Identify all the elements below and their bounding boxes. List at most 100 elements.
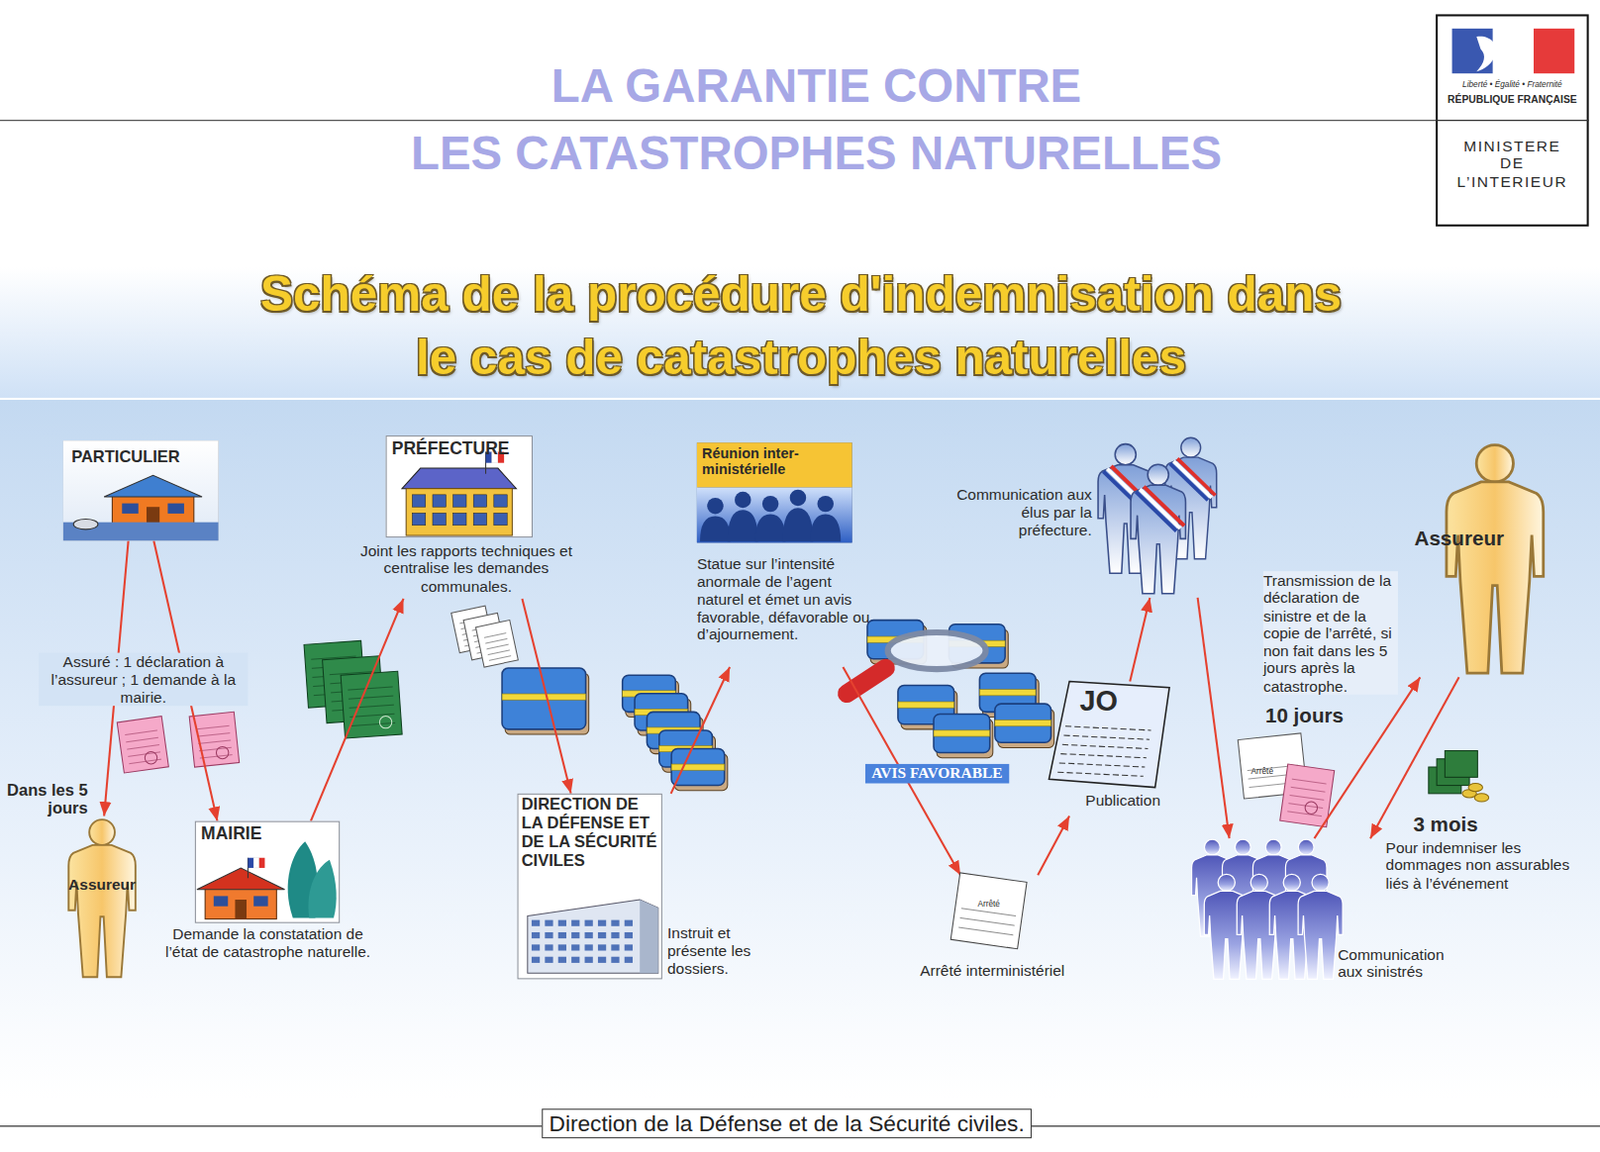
diagram-node: ArrêtéArrêté interministériel <box>898 875 1090 986</box>
node-heading: Arrêté <box>963 900 1015 909</box>
building-window <box>624 944 633 951</box>
node-illustration <box>1435 13 1590 226</box>
building-window <box>531 944 540 951</box>
building-window <box>585 932 594 939</box>
folder-strap <box>898 701 955 708</box>
node-heading: Communication aux élus par la préfecture… <box>954 486 1093 539</box>
note-label: Assuré : 1 déclaration à l’assureur ; 1 … <box>38 653 248 706</box>
text-slot: Arrêté interministériel <box>898 962 1088 981</box>
person-head <box>1147 464 1169 486</box>
house-wall <box>204 889 277 920</box>
text-slot: RÉPUBLIQUE FRANÇAISE <box>1438 94 1586 106</box>
house-roof <box>197 868 286 891</box>
folder <box>671 748 725 786</box>
folder <box>501 668 587 730</box>
text-slot: Assureur <box>1407 527 1510 552</box>
building-window <box>571 944 580 951</box>
person-body <box>1298 891 1343 980</box>
header-band <box>697 442 853 488</box>
text-slot: Réunion inter-ministérielle <box>701 444 849 478</box>
label-slot: Transmission de la déclaration de sinist… <box>1263 571 1399 695</box>
building-window <box>558 920 567 927</box>
node-text: Instruit et présente les dossiers. <box>667 924 772 978</box>
text-slot: Arrêté <box>963 900 1015 909</box>
text-slot: Joint les rapports techniques et central… <box>359 541 574 595</box>
building-side <box>639 900 659 974</box>
person-body <box>1130 485 1186 594</box>
person-head <box>1217 874 1235 892</box>
diagram-node: PRÉFECTURE Joint les rapports techniques … <box>359 435 576 600</box>
sash-white <box>1139 489 1181 529</box>
note-label: Arrêté <box>1251 767 1293 777</box>
diagram-node: Communication aux élus par la préfecture… <box>954 436 1220 599</box>
person-figure <box>1130 464 1186 595</box>
building-window <box>598 957 606 964</box>
journal <box>1048 681 1170 788</box>
node-heading: PRÉFECTURE <box>392 438 529 459</box>
text-slot: Communication aux élus par la préfecture… <box>954 486 1093 539</box>
text-slot: Liberté • Égalité • Fraternité <box>1438 79 1586 89</box>
journal-line <box>1057 772 1144 777</box>
folder <box>995 703 1052 743</box>
car <box>73 519 99 530</box>
flag-blue <box>247 858 254 869</box>
document-sheet <box>950 873 1027 950</box>
building-window <box>544 944 553 951</box>
diagram-title: Schéma de la procédure d'indemnisation d… <box>234 263 1368 391</box>
attendee-body <box>782 507 813 542</box>
person-head <box>1203 839 1220 856</box>
prefecture-window <box>453 495 467 507</box>
building-window <box>610 920 619 927</box>
text-slot: Assureur <box>51 875 154 894</box>
flow-arrow <box>671 667 730 795</box>
document <box>189 711 239 768</box>
diagram-node: Assureur <box>51 815 156 982</box>
attendee-head <box>817 496 834 512</box>
attendee-body <box>755 513 787 542</box>
folder-strap <box>671 764 725 771</box>
building-window <box>544 932 553 939</box>
building-window <box>585 944 594 951</box>
flow-arrow <box>1313 677 1420 839</box>
building-window <box>558 932 567 939</box>
diagram-node: PARTICULIER <box>63 440 219 541</box>
document-line <box>126 745 160 751</box>
journal-line <box>1062 744 1149 749</box>
header-rule <box>0 119 1436 121</box>
note-label: Transmission de la déclaration de sinist… <box>1263 571 1399 695</box>
document-line <box>961 908 1016 917</box>
node-heading: Communication aux sinistrés <box>1337 945 1466 982</box>
document-line <box>1290 795 1325 800</box>
folder-strap <box>501 694 587 700</box>
building-window <box>571 957 580 964</box>
diagram-node: Assureur <box>1407 440 1546 678</box>
flag-white <box>253 858 260 869</box>
node-text: Publication <box>1069 792 1177 810</box>
text-slot: Demande la constatation de l’état de cat… <box>158 925 379 962</box>
document-line <box>198 740 231 744</box>
house-window <box>167 503 184 514</box>
building-window <box>598 932 606 939</box>
text-slot: MAIRIE <box>200 824 334 845</box>
node-text: Arrêté interministériel <box>898 962 1088 981</box>
house-wall <box>111 496 194 527</box>
magnifier-handle <box>846 668 886 695</box>
building <box>527 900 659 974</box>
document-line <box>489 656 511 662</box>
person-head <box>89 819 115 846</box>
document <box>475 620 518 669</box>
folder-strap <box>933 730 991 737</box>
text-slot: Instruit et présente les dossiers. <box>667 924 772 978</box>
logo-rule <box>1435 119 1590 121</box>
note-label: LES CATASTROPHES NATURELLES <box>305 126 1327 182</box>
journal-line <box>1060 754 1147 759</box>
prefecture-wall <box>405 489 512 536</box>
note-label: Dans les 5 jours <box>3 781 89 819</box>
person-head <box>1181 437 1201 458</box>
attendee-body <box>809 513 841 542</box>
label-slot: Pour indemniser les dommages non assurab… <box>1386 838 1591 892</box>
note-label: 10 jours <box>1265 703 1344 728</box>
label-slot: LA GARANTIE CONTRE <box>305 59 1327 114</box>
person-head <box>1265 839 1282 856</box>
